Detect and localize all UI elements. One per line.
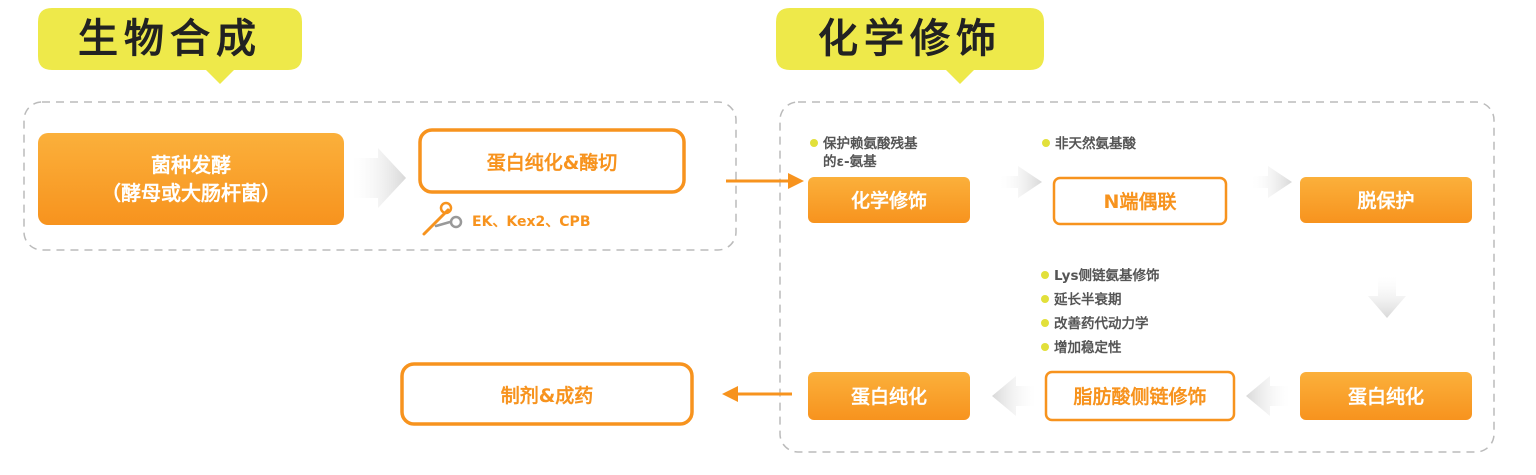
fatty-acid-label: 脂肪酸侧链修饰 bbox=[1073, 385, 1206, 408]
deprotect-label: 脱保护 bbox=[1357, 189, 1414, 212]
biosynthesis-group-border bbox=[23, 101, 737, 251]
section-title-chemical-text: 化学修饰 bbox=[818, 16, 1002, 62]
node-fermentation: 菌种发酵 （酵母或大肠杆菌） bbox=[38, 133, 344, 225]
node-formulation: 制剂&成药 bbox=[400, 362, 694, 426]
fermentation-line1: 菌种发酵 bbox=[151, 153, 231, 177]
section-title-biosynthesis: 生物合成 bbox=[38, 8, 302, 84]
node-purify-right: 蛋白纯化 bbox=[1300, 372, 1472, 420]
n-coupling-label: N端偶联 bbox=[1104, 190, 1177, 213]
formulation-label: 制剂&成药 bbox=[501, 384, 594, 407]
arrow-ferment-to-purify bbox=[352, 148, 406, 208]
node-chem-mod: 化学修饰 bbox=[808, 177, 970, 223]
arrow-chem-to-formulation bbox=[722, 386, 792, 402]
node-n-coupling: N端偶联 bbox=[1052, 176, 1228, 226]
chemical-group-border bbox=[779, 101, 1495, 453]
arrow-bio-to-chem bbox=[726, 173, 804, 189]
enzymes-label: EK、Kex2、CPB bbox=[472, 214, 591, 230]
node-purify-cleave: 蛋白纯化&酶切 bbox=[418, 128, 686, 194]
note-protect-2: 的ε-氨基 bbox=[823, 153, 877, 170]
node-deprotect: 脱保护 bbox=[1300, 177, 1472, 223]
arrow-fatty-to-purify bbox=[992, 376, 1036, 416]
chem-mod-label: 化学修饰 bbox=[851, 189, 927, 212]
arrow-deprotect-to-purify bbox=[1368, 276, 1406, 318]
purify-right-label: 蛋白纯化 bbox=[1348, 385, 1424, 408]
note-lys-1: Lys侧链氨基修饰 bbox=[1054, 267, 1160, 284]
arrow-n-to-deprotect bbox=[1252, 166, 1292, 198]
fermentation-line2: （酵母或大肠杆菌） bbox=[101, 181, 281, 205]
purify-left-label: 蛋白纯化 bbox=[851, 385, 927, 408]
node-purify-left: 蛋白纯化 bbox=[808, 372, 970, 420]
note-bullet bbox=[1042, 139, 1050, 147]
note-lys-4: 增加稳定性 bbox=[1054, 339, 1122, 356]
note-protect-1: 保护赖氨酸残基 bbox=[822, 135, 918, 152]
note-lys-3: 改善药代动力学 bbox=[1054, 315, 1149, 332]
scissors-icon bbox=[422, 201, 463, 236]
lys-notes-list: Lys侧链氨基修饰 延长半衰期 改善药代动力学 增加稳定性 bbox=[1041, 267, 1160, 356]
node-fatty-acid: 脂肪酸侧链修饰 bbox=[1044, 370, 1236, 422]
note-nonnatural: 非天然氨基酸 bbox=[1055, 135, 1136, 152]
note-lys-2: 延长半衰期 bbox=[1053, 291, 1122, 308]
section-title-chemical: 化学修饰 bbox=[776, 8, 1044, 84]
note-bullet bbox=[810, 139, 818, 147]
purify-cleave-label: 蛋白纯化&酶切 bbox=[487, 151, 618, 174]
arrow-chem-to-n bbox=[1000, 166, 1042, 198]
arrow-purify-to-fatty bbox=[1246, 376, 1290, 416]
section-title-biosynthesis-text: 生物合成 bbox=[78, 16, 262, 62]
